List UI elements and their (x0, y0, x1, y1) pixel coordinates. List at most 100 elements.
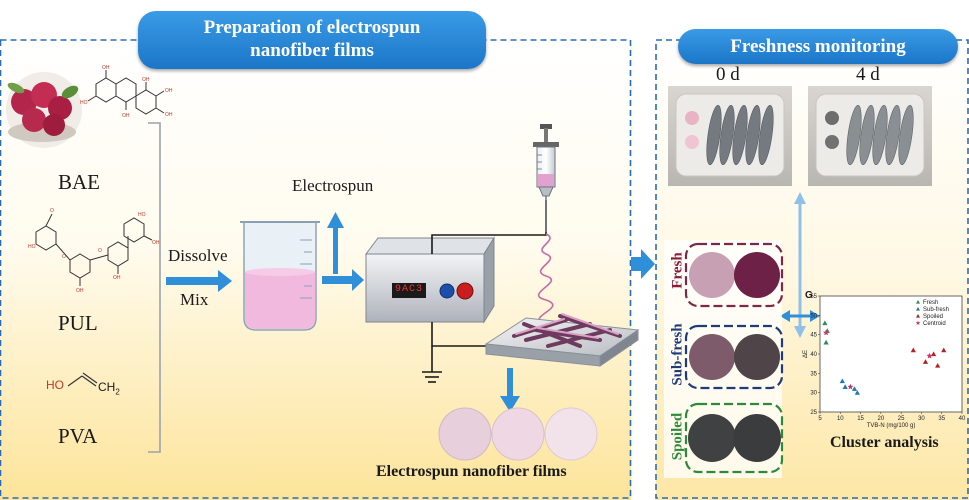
bayberry-photo (6, 72, 82, 148)
point-centroid (823, 329, 830, 336)
x-tick-label: 40 (959, 416, 966, 422)
chart-panel-letter: G (805, 290, 813, 301)
svg-text:HO: HO (80, 100, 88, 106)
point-fresh (822, 320, 828, 326)
cluster-caption: Cluster analysis (830, 434, 939, 451)
pul-chemical-structure (35, 213, 153, 286)
pva-label: PVA (58, 424, 98, 448)
pva-ch-text: CH (98, 380, 116, 394)
legend-label: Fresh (923, 300, 938, 306)
syringe (533, 124, 559, 232)
film-discs (438, 407, 598, 461)
y-tick-label: 30 (810, 391, 817, 397)
point-sub-fresh (839, 378, 845, 384)
point-spoiled (922, 359, 929, 364)
svg-text:HO: HO (138, 212, 146, 218)
y-axis-label: ΔE (803, 350, 809, 358)
collector-plate (484, 313, 640, 367)
x-tick-label: 5 (818, 416, 822, 422)
point-fresh (823, 339, 829, 345)
x-tick-label: 20 (878, 416, 885, 422)
bae-structure-labels: OH HO OH OH OH OH (80, 65, 173, 119)
day-4-label: 4 d (856, 64, 880, 85)
films-caption: Electrospun nanofiber films (376, 463, 567, 480)
y-tick-label: 50 (810, 313, 817, 319)
electrospun-label: Electrospun (292, 176, 374, 195)
point-sub-fresh (854, 390, 860, 395)
indicator-films (664, 240, 784, 478)
y-tick-label: 55 (810, 294, 817, 300)
freshness-banner: Freshness monitoring (678, 29, 958, 64)
legend-label: Sub-fresh (923, 307, 949, 313)
svg-text:O: O (62, 254, 66, 260)
svg-text:O: O (50, 208, 54, 214)
svg-text:O: O (98, 248, 102, 254)
svg-text:OH: OH (76, 288, 84, 294)
legend-marker (916, 307, 920, 311)
spoiled-label: Spoiled (669, 412, 686, 461)
legend-marker (916, 314, 920, 318)
pul-label: PUL (58, 311, 98, 335)
photo-to-indicator-arrow (794, 192, 806, 338)
point-centroid (847, 383, 854, 390)
fresh-label: Fresh (669, 252, 686, 289)
shrimp-photo-day4 (808, 86, 932, 186)
y-tick-label: 35 (810, 371, 817, 377)
dissolve-label: Dissolve (168, 246, 228, 265)
dissolve-arrow (166, 270, 232, 292)
legend-marker (916, 300, 920, 304)
pul-structure-labels: O HO OH OH OH HO O O (28, 208, 160, 294)
banner-line-2: nanofiber films (250, 40, 374, 61)
freshness-banner-text: Freshness monitoring (730, 36, 906, 57)
high-voltage-device (365, 236, 495, 324)
y-tick-label: 45 (810, 333, 817, 339)
device-display: 9AC3 (395, 284, 424, 295)
shrimp-photo-day0 (668, 86, 792, 186)
point-sub-fresh (851, 386, 858, 391)
point-spoiled (935, 363, 941, 368)
x-tick-label: 35 (938, 416, 945, 422)
indicator-to-cluster-arrow (780, 310, 820, 322)
pva-methylene-label: CH2 (98, 380, 120, 396)
svg-text:OH: OH (113, 275, 121, 281)
bae-label: BAE (58, 170, 100, 194)
day-0-label: 0 d (716, 64, 740, 85)
mix-label: Mix (180, 290, 209, 309)
beaker (240, 221, 320, 331)
point-sub-fresh (842, 384, 848, 389)
svg-text:OH: OH (142, 77, 150, 83)
preparation-banner: Preparation of electrospun nanofiber fil… (138, 11, 486, 69)
films-arrow (500, 368, 520, 412)
svg-text:OH: OH (152, 240, 160, 246)
pva-chemical-structure (67, 372, 98, 387)
pva-hydroxyl-label: HO (46, 378, 64, 392)
point-spoiled (941, 347, 947, 353)
svg-text:OH: OH (165, 88, 173, 94)
svg-text:OH: OH (165, 112, 173, 118)
panel-connector-arrow (631, 249, 655, 279)
y-tick-label: 25 (810, 410, 817, 416)
bae-chemical-structure (87, 70, 165, 115)
electrospun-arrow (327, 212, 344, 274)
mix-to-device-arrow (322, 269, 364, 291)
x-axis-label: TVB-N (mg/100 g) (867, 423, 916, 429)
svg-text:OH: OH (102, 65, 110, 71)
point-centroid (926, 352, 933, 359)
legend-marker (915, 320, 921, 325)
materials-bracket (148, 122, 161, 453)
x-tick-label: 10 (837, 416, 844, 422)
svg-text:HO: HO (28, 244, 36, 250)
fiber-jet (537, 233, 554, 325)
banner-line-1: Preparation of electrospun (203, 17, 421, 38)
point-spoiled (910, 347, 916, 353)
legend-label: Centroid (923, 321, 946, 327)
x-tick-label: 30 (918, 416, 925, 422)
legend-label: Spoiled (923, 314, 943, 320)
pva-subscript: 2 (115, 387, 120, 397)
x-tick-label: 15 (857, 416, 864, 422)
sub-fresh-label: Sub-fresh (669, 323, 686, 386)
svg-text:OH: OH (122, 113, 130, 119)
x-tick-label: 25 (898, 416, 905, 422)
